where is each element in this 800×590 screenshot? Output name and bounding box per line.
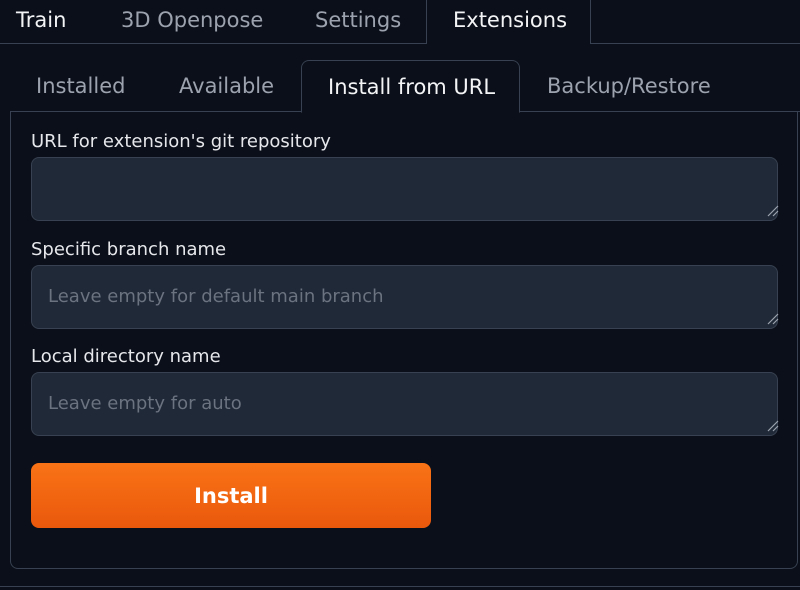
tab-extensions[interactable]: Extensions bbox=[426, 0, 591, 44]
directory-label: Local directory name bbox=[31, 346, 221, 367]
branch-input[interactable] bbox=[31, 265, 778, 329]
install-from-url-panel: URL for extension's git repository Speci… bbox=[10, 111, 798, 569]
extensions-sub-tab-bar: Installed Available Install from URL Bac… bbox=[0, 44, 800, 113]
branch-field-wrapper bbox=[11, 265, 799, 331]
tab-bar-divider bbox=[0, 43, 426, 44]
main-tab-bar: Train 3D Openpose Settings Extensions bbox=[0, 0, 800, 44]
install-button[interactable]: Install bbox=[31, 463, 431, 528]
tab-settings[interactable]: Settings bbox=[315, 8, 402, 32]
sub-tab-install-from-url[interactable]: Install from URL bbox=[301, 60, 520, 113]
sub-tab-divider bbox=[519, 111, 800, 112]
sub-tab-available[interactable]: Available bbox=[179, 74, 275, 98]
tab-bar-divider bbox=[590, 43, 800, 44]
url-field-wrapper bbox=[11, 157, 799, 223]
sub-tab-installed[interactable]: Installed bbox=[36, 74, 126, 98]
directory-input[interactable] bbox=[31, 372, 778, 436]
url-label: URL for extension's git repository bbox=[31, 131, 331, 152]
url-input[interactable] bbox=[31, 157, 778, 221]
branch-label: Specific branch name bbox=[31, 239, 227, 260]
sub-tab-divider bbox=[10, 111, 301, 112]
directory-field-wrapper bbox=[11, 372, 799, 438]
bottom-divider bbox=[0, 586, 800, 587]
tab-train[interactable]: Train bbox=[16, 8, 67, 32]
tab-3d-openpose[interactable]: 3D Openpose bbox=[121, 8, 264, 32]
sub-tab-backup-restore[interactable]: Backup/Restore bbox=[547, 74, 711, 98]
